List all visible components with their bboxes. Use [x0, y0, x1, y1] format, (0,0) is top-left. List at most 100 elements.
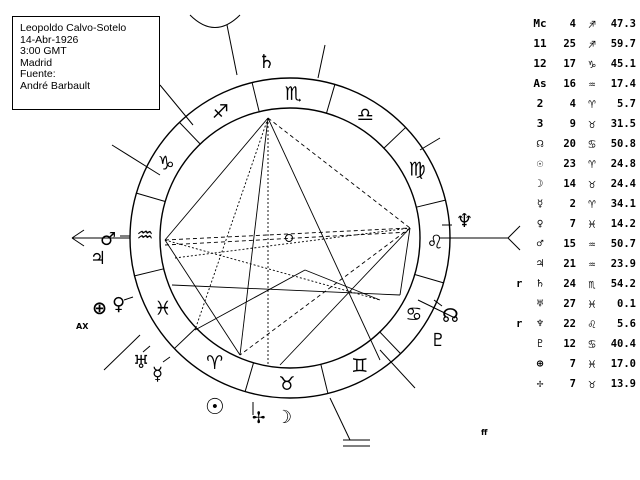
pars-fortuna-icon: ⊕ [92, 298, 107, 319]
venus-icon: ♀ [112, 294, 125, 315]
position-minutes: 59.7 [610, 38, 636, 50]
cusp-11 [159, 84, 194, 126]
sagittarius-sign-icon: ♐ [212, 101, 229, 123]
ax-label: AX [76, 322, 89, 331]
position-row: ☽14♉24.4 [520, 176, 638, 196]
aspect-line [164, 239, 241, 356]
position-sign-icon: ♉ [588, 177, 596, 191]
mercury-icon: ☿ [152, 364, 163, 385]
position-sign-icon: ♉ [588, 117, 596, 131]
aspect-line [194, 117, 269, 331]
position-sign-icon: ♈ [588, 97, 596, 111]
position-row: ♃21♒23.9 [520, 256, 638, 276]
position-label: Mc [533, 17, 547, 30]
cusp-2 [103, 334, 141, 371]
scorpio-sign-icon: ♏ [285, 83, 302, 105]
position-sign-icon: ♒ [588, 257, 596, 271]
person-name: Leopoldo Calvo-Sotelo [20, 22, 127, 34]
position-degree: 7 [569, 378, 576, 390]
position-label: ☊ [536, 137, 544, 150]
sign-divider [244, 362, 255, 392]
position-minutes: 23.9 [610, 258, 636, 270]
desc-arrow-top [507, 225, 521, 239]
aspect-line [399, 227, 411, 296]
small-note: ff [481, 428, 488, 437]
position-sign-icon: ♑ [588, 57, 596, 71]
node-icon: ☊ [442, 305, 459, 327]
position-sign-icon: ♐ [588, 17, 596, 31]
position-minutes: 0.1 [617, 298, 636, 310]
tick-mark [162, 356, 171, 363]
birth-place: Madrid [20, 56, 53, 69]
position-sign-icon: ♒ [588, 237, 596, 251]
sign-divider [251, 82, 260, 112]
position-minutes: 14.2 [610, 218, 636, 230]
position-row: ☿2♈34.1 [520, 196, 638, 216]
position-minutes: 17.4 [610, 78, 636, 90]
mc-arc-mark [189, 14, 241, 28]
position-label: ♅ [536, 297, 544, 310]
sign-divider [136, 192, 166, 203]
position-degree: 25 [563, 38, 576, 50]
retrograde-flag: r [516, 278, 523, 290]
position-minutes: 31.5 [610, 118, 636, 130]
position-row: ♅27♓0.1 [520, 296, 638, 316]
cusp-8 [419, 137, 441, 151]
position-sign-icon: ♓ [588, 357, 596, 371]
position-degree: 16 [563, 78, 576, 90]
position-row: ♇12♋40.4 [520, 336, 638, 356]
aspect-line [164, 117, 269, 241]
aspect-line [164, 231, 411, 246]
asc-arrow-top [71, 229, 85, 239]
aquarius-sign-icon: ♒ [137, 225, 154, 247]
position-minutes: 50.8 [610, 138, 636, 150]
position-degree: 9 [569, 118, 576, 130]
position-degree: 7 [569, 218, 576, 230]
virgo-sign-icon: ♍ [409, 158, 426, 180]
tick-mark [123, 296, 134, 301]
position-row: r♄24♏54.2 [516, 276, 638, 296]
position-degree: 27 [563, 298, 576, 310]
zodiac-sign-glyphs: ♈♉♊♋♌♍♎♏♐♑♒♓ [137, 83, 444, 395]
planet-tick-marks [120, 224, 452, 363]
position-label: ♂ [536, 237, 544, 250]
position-label: ☉ [536, 157, 544, 170]
jupiter-icon: ♃ [90, 248, 106, 269]
position-minutes: 5.7 [617, 98, 636, 110]
saturn-icon: ♄ [258, 51, 275, 73]
position-degree: 20 [563, 138, 576, 150]
house-cusp-lines [71, 14, 521, 447]
position-minutes: 54.2 [610, 278, 636, 290]
cusp-6 [417, 299, 456, 319]
neptune-icon: ♆ [456, 210, 473, 232]
capricorn-sign-icon: ♑ [158, 153, 175, 175]
sign-divider [383, 127, 407, 149]
tick-mark [142, 345, 151, 353]
position-label: ♄ [536, 277, 544, 290]
position-label: 2 [536, 97, 544, 110]
position-sign-icon: ♈ [588, 197, 596, 211]
position-sign-icon: ♒ [588, 77, 596, 91]
outer-circle [129, 77, 451, 399]
aspect-line [164, 239, 381, 301]
aspect-line [279, 227, 411, 366]
taurus-sign-icon: ♉ [278, 373, 295, 395]
sign-divider [414, 273, 444, 284]
aspect-line [239, 117, 269, 356]
sign-divider [320, 364, 329, 394]
cusp-12 [111, 144, 161, 176]
aspect-line [304, 269, 381, 301]
position-row: ⊕7♓17.0 [520, 356, 638, 376]
position-label: 12 [533, 57, 547, 70]
birth-time: 3:00 GMT [20, 45, 67, 58]
position-sign-icon: ♌ [588, 317, 596, 331]
desc-arrow-bottom [507, 237, 521, 251]
moon-icon: ☽ [276, 407, 292, 428]
sign-divider [173, 327, 197, 349]
sign-divider [134, 268, 164, 277]
position-label: As [533, 77, 547, 90]
